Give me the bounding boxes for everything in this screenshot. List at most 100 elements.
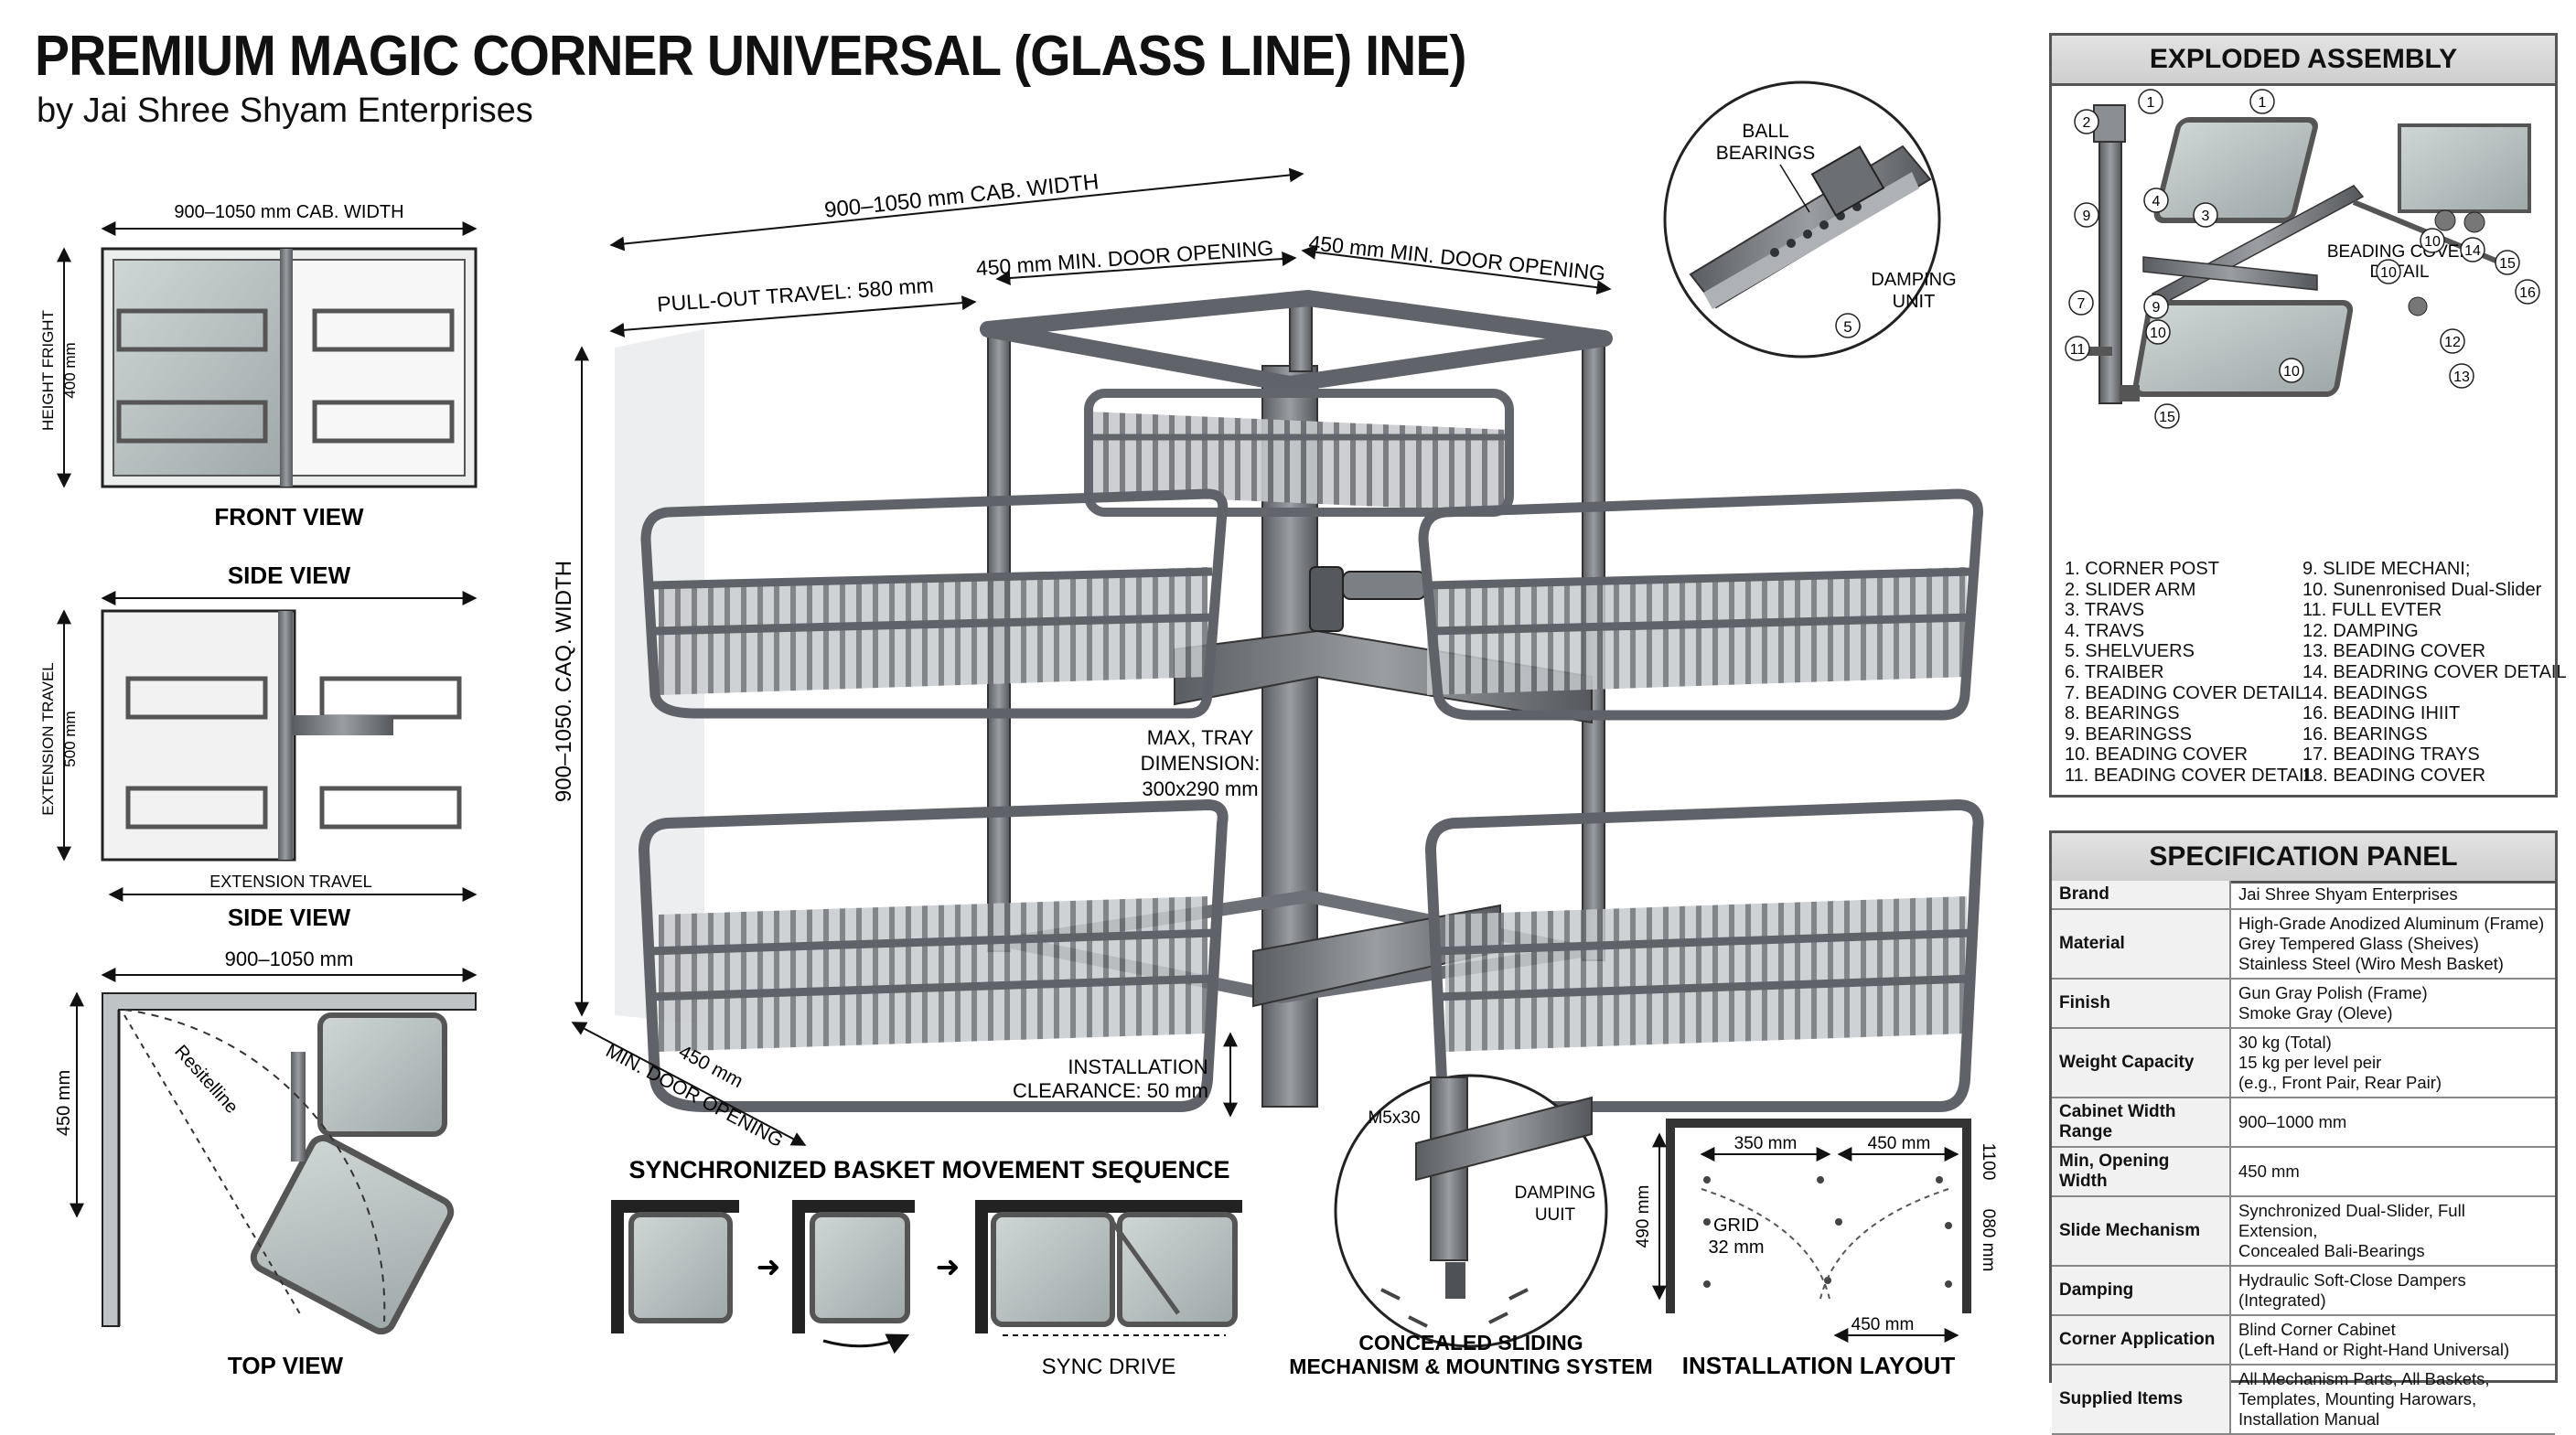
main-overall-width: 900–1050 mm CAB. WIDTH <box>823 169 1100 222</box>
assembly-callout-number: 12 <box>2444 335 2461 350</box>
assembly-callout-number: 10 <box>2380 265 2397 281</box>
parts-list-right: 9. SLIDE MECHANI; 10. Sunenronised Dual-… <box>2302 559 2567 787</box>
layout-grid-a: GRID <box>1713 1215 1759 1236</box>
basket-top-rear <box>1084 389 1514 517</box>
assembly-callout-circle <box>2074 109 2099 134</box>
spec-value: High-Grade Anodized Aluminum (Frame)Grey… <box>2230 909 2555 980</box>
part-item: 10. Sunenronised Dual-Slider <box>2302 579 2542 600</box>
front-height-dim-b: 400 mm <box>61 342 79 398</box>
damping-unit-a: DAMPING <box>1871 270 1956 290</box>
basket-upper-right <box>1418 488 1984 721</box>
part-item: 14. BEADRING COVER DETAIL <box>2302 661 2567 682</box>
assembly-callout-number: 9 <box>2083 209 2091 224</box>
part-item: 18. BEADING COVER <box>2302 765 2486 786</box>
screw-label: M5x30 <box>1368 1108 1420 1128</box>
spec-value: Synchronized Dual-Slider, Full Extension… <box>2230 1196 2555 1267</box>
assembly-callout-circle <box>2420 228 2445 253</box>
mount-damping-a: DAMPING <box>1515 1183 1596 1203</box>
basket-upper-left <box>640 488 1229 719</box>
front-view: 900–1050 mm CAB. WIDTH HEIGHT FRIGHT 400… <box>39 202 478 530</box>
part-item: 8. BEARINGS <box>2065 703 2180 724</box>
part-item: 2. SLIDER ARM <box>2065 579 2196 600</box>
spec-value: 900–1000 mm <box>2230 1098 2555 1148</box>
basket-lower-left <box>638 798 1229 1112</box>
parts-list-left: 1. CORNER POST 2. SLIDER ARM 3. TRAVS 4.… <box>2065 559 2314 787</box>
assembly-callout-number: 4 <box>2152 194 2161 209</box>
part-item: 11. FULL EVTER <box>2302 600 2442 621</box>
clearance-a: INSTALLATION <box>1068 1055 1208 1078</box>
assembly-cover-a: BEADING COVER <box>2327 242 2472 262</box>
assembly-callout-number: 14 <box>2464 243 2481 259</box>
top-width-dim: 900–1050 mm <box>225 948 354 970</box>
front-width-dim: 900–1050 mm CAB. WIDTH <box>174 202 403 222</box>
spec-value: All Mechanism Parts, All Baskets,Templat… <box>2230 1365 2555 1435</box>
part-item: 10. BEADING COVER <box>2065 744 2249 766</box>
part-item: 9. SLIDE MECHANI; <box>2302 559 2471 579</box>
assembly-callout-number: 13 <box>2453 369 2470 385</box>
assembly-callout-circle <box>2440 328 2465 354</box>
sync-arrow-1: ➜ <box>757 1250 781 1283</box>
spec-key: Slide Mechanism <box>2052 1196 2231 1267</box>
spec-key: Min, Opening Width <box>2052 1147 2231 1197</box>
main-door-opening-1: 450 mm MIN. DOOR OPENING <box>975 236 1274 281</box>
part-item: 9. BEARINGSS <box>2065 723 2192 744</box>
assembly-callout-circle <box>2065 336 2090 361</box>
assembly-callout-number: 7 <box>2077 296 2086 312</box>
layout-d2: 450 mm <box>1868 1134 1931 1153</box>
assembly-callout-number: 2 <box>2083 115 2091 131</box>
mount-damping-b: UUIT <box>1535 1205 1576 1225</box>
assembly-callout-circle <box>2074 202 2099 228</box>
sync-arrow-2: ➜ <box>936 1250 961 1283</box>
assembly-callout-circle <box>2193 202 2218 228</box>
assembly-callout-circle <box>2143 294 2169 319</box>
tray-dim-a: MAX, TRAY <box>1147 726 1254 749</box>
part-item: 14. BEADINGS <box>2302 682 2428 703</box>
assembly-callout-number: 10 <box>2424 234 2441 250</box>
assembly-callout-circle <box>2449 363 2474 389</box>
spec-value: 30 kg (Total)15 kg per level peir(e.g., … <box>2230 1028 2555 1098</box>
assembly-callout-number: 1 <box>2259 95 2267 111</box>
assembly-drawing: BEADING COVER DETAIL 1294310110141516791… <box>2065 89 2540 429</box>
layout-d6: 080 mm <box>1979 1209 1998 1272</box>
part-item: 3. TRAVS <box>2065 600 2145 621</box>
part-item: 7. BEADING COVER DETAIL <box>2065 682 2306 703</box>
assembly-callout-number: 15 <box>2499 256 2516 272</box>
bearings-callout-num: 5 <box>1843 318 1852 336</box>
assembly-callout-circle <box>2145 319 2171 345</box>
part-item: 16. BEARINGS <box>2302 723 2428 744</box>
side-ext-a: EXTENSION TRAVEL <box>39 662 57 816</box>
layout-grid-b: 32 mm <box>1708 1237 1764 1258</box>
exploded-assembly-panel: EXPLODED ASSEMBLY BEADING COVER DETAIL 1… <box>2049 33 2567 798</box>
top-view-label: TOP VIEW <box>228 1352 344 1379</box>
assembly-callout-circle <box>2279 358 2304 383</box>
spec-key: Damping <box>2052 1266 2231 1316</box>
layout-label: INSTALLATION LAYOUT <box>1682 1352 1956 1379</box>
spec-key: Corner Application <box>2052 1315 2231 1365</box>
spec-value: 450 mm <box>2230 1147 2555 1197</box>
side-ext-b: 500 mm <box>61 711 79 766</box>
layout-d4: 450 mm <box>1852 1315 1915 1334</box>
main-door-opening-2: 450 mm MIN. DOOR OPENING <box>1307 230 1606 285</box>
ball-bearings-a: BALL <box>1742 121 1788 142</box>
installation-layout: 350 mm 450 mm 490 mm GRID 32 mm 450 mm 1… <box>1634 1119 1998 1379</box>
layout-d3: 490 mm <box>1634 1185 1653 1248</box>
spec-title: SPECIFICATION PANEL <box>2052 833 2555 883</box>
spec-key: Supplied Items <box>2052 1365 2231 1435</box>
mounting-callout: M5x30 DAMPING UUIT CONCEALED SLIDING MEC… <box>1289 1074 1653 1378</box>
assembly-callout-circle <box>2143 187 2169 213</box>
part-item: 6. TRAIBER <box>2065 661 2164 682</box>
part-item: 5. SHELVUERS <box>2065 641 2195 662</box>
assembly-callout-number: 16 <box>2519 285 2536 301</box>
spec-value: Jai Shree Shyam Enterprises <box>2230 881 2555 910</box>
spec-value: Hydraulic Soft-Close Dampers (Integrated… <box>2230 1266 2555 1316</box>
part-item: 11. BEADING COVER DETAIL <box>2065 765 2314 786</box>
sync-title: SYNCHRONIZED BASKET MOVEMENT SEQUENCE <box>628 1156 1229 1183</box>
side-ext-bottom: EXTENSION TRAVEL <box>209 873 371 891</box>
